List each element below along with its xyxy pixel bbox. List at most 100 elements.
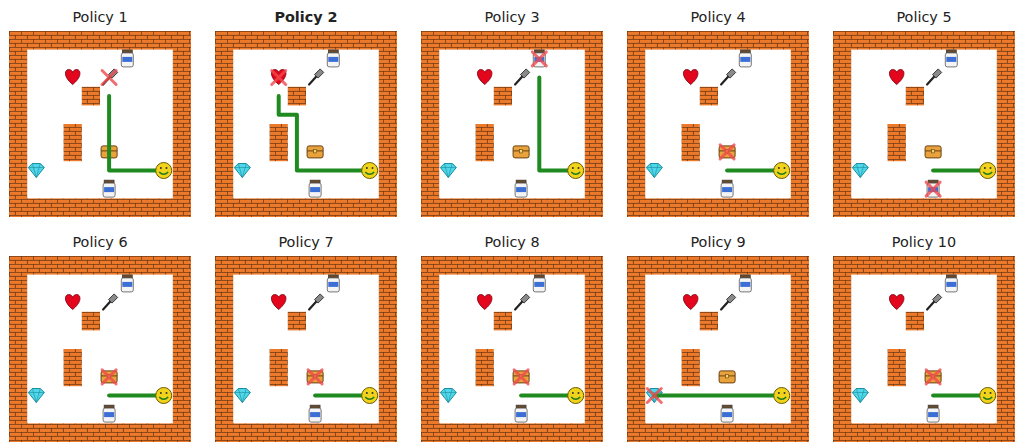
gridworld-panel <box>833 256 1015 442</box>
item-icon <box>533 275 545 292</box>
brick-wall <box>833 31 1015 217</box>
item-icon <box>103 180 115 197</box>
agent-icon <box>774 163 790 179</box>
item-icon <box>719 146 735 158</box>
gridworld-panel <box>421 256 603 442</box>
cross-mark <box>647 389 661 403</box>
brick-block <box>476 124 494 161</box>
brick-wall <box>9 256 191 442</box>
gridworld-panel <box>9 31 191 217</box>
item-icon <box>234 389 250 403</box>
trajectory-path <box>654 394 781 398</box>
cross-mark <box>926 182 940 196</box>
item-icon <box>719 371 735 383</box>
brick-block <box>906 87 924 106</box>
item-icon <box>477 295 492 310</box>
trajectory-path <box>279 96 370 170</box>
brick-wall <box>215 31 397 217</box>
item-icon <box>309 69 324 85</box>
cross-mark <box>720 145 734 159</box>
item-icon <box>513 146 529 158</box>
gridworld-panel <box>9 256 191 442</box>
item-icon <box>309 294 324 310</box>
item-icon <box>739 50 751 67</box>
item-icon <box>65 70 80 85</box>
panel-title: Policy 6 <box>9 232 191 252</box>
cross-mark <box>272 71 286 85</box>
item-icon <box>271 295 286 310</box>
floor <box>645 50 791 199</box>
floor <box>439 275 585 424</box>
agent-icon <box>362 163 378 179</box>
agent-icon <box>980 388 996 404</box>
brick-block <box>64 124 82 161</box>
item-icon <box>683 295 698 310</box>
brick-block <box>476 349 494 386</box>
agent-icon <box>568 388 584 404</box>
brick-block <box>82 87 100 106</box>
brick-block <box>888 124 906 161</box>
gridworld-panel <box>833 31 1015 217</box>
item-icon <box>513 371 529 383</box>
brick-block <box>270 124 288 161</box>
item-icon <box>309 405 321 422</box>
brick-block <box>288 87 306 106</box>
item-icon <box>28 389 44 403</box>
item-icon <box>721 180 733 197</box>
brick-block <box>700 312 718 331</box>
brick-block <box>82 312 100 331</box>
floor <box>27 50 173 199</box>
policy-panel: Policy 5 <box>833 7 1015 217</box>
cross-mark <box>926 370 940 384</box>
brick-wall <box>833 256 1015 442</box>
policy-panel: Policy 2 <box>215 7 397 217</box>
item-icon <box>121 275 133 292</box>
agent-icon <box>774 388 790 404</box>
item-icon <box>852 164 868 178</box>
item-icon <box>103 405 115 422</box>
item-icon <box>271 70 286 85</box>
item-icon <box>927 180 939 197</box>
brick-wall <box>627 31 809 217</box>
floor <box>233 50 379 199</box>
brick-block <box>288 312 306 331</box>
trajectory-path <box>109 96 164 170</box>
floor <box>233 275 379 424</box>
item-icon <box>307 371 323 383</box>
panel-title: Policy 10 <box>833 232 1015 252</box>
item-icon <box>889 295 904 310</box>
gridworld-panel <box>627 31 809 217</box>
trajectory-path <box>539 78 575 171</box>
gridworld-panel <box>421 31 603 217</box>
brick-wall <box>627 256 809 442</box>
item-icon <box>721 294 736 310</box>
brick-block <box>494 312 512 331</box>
panel-title: Policy 4 <box>627 7 809 27</box>
policy-panel: Policy 6 <box>9 232 191 442</box>
item-icon <box>103 294 118 310</box>
brick-block <box>906 312 924 331</box>
cross-mark <box>102 71 116 85</box>
item-icon <box>327 275 339 292</box>
floor <box>27 275 173 424</box>
item-icon <box>721 69 736 85</box>
item-icon <box>852 389 868 403</box>
brick-wall <box>9 31 191 217</box>
policy-panel: Policy 4 <box>627 7 809 217</box>
item-icon <box>234 164 250 178</box>
brick-wall <box>421 31 603 217</box>
floor <box>851 50 997 199</box>
item-icon <box>327 50 339 67</box>
brick-block <box>494 87 512 106</box>
item-icon <box>721 405 733 422</box>
brick-block <box>64 349 82 386</box>
cross-mark <box>102 370 116 384</box>
panel-title: Policy 9 <box>627 232 809 252</box>
gridworld-panel <box>215 256 397 442</box>
brick-block <box>682 349 700 386</box>
policy-panel: Policy 3 <box>421 7 603 217</box>
item-icon <box>646 164 662 178</box>
item-icon <box>945 50 957 67</box>
panel-title: Policy 1 <box>9 7 191 27</box>
